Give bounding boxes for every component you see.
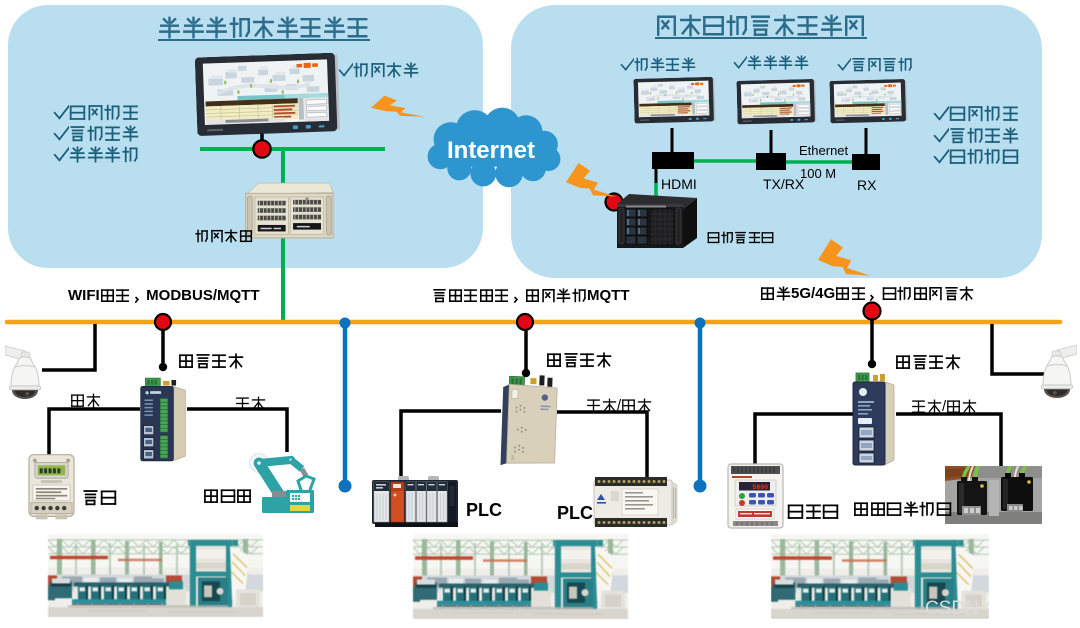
svg-text:5800: 5800 [752,484,768,491]
svg-text:3: 3 [511,455,515,461]
svg-text:Internet: Internet [447,137,535,164]
